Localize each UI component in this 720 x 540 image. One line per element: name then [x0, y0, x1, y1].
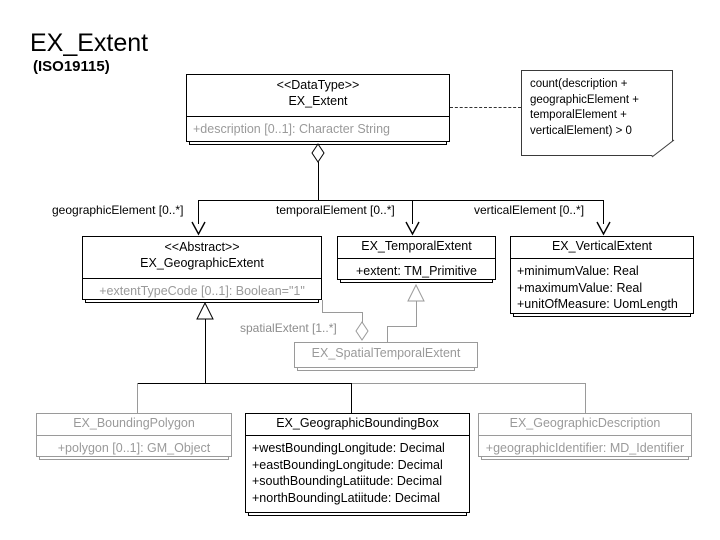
class-attributes-ex-bounding-polygon: +polygon [0..1]: GM_Object — [37, 436, 231, 461]
arrowhead-open-vertical-icon — [596, 221, 611, 236]
generalization-triangle-geographic-icon — [196, 301, 214, 320]
class-header-ex-geographic-bounding-box: EX_GeographicBoundingBox — [246, 414, 469, 436]
aggregation-diamond-spatial-icon — [355, 321, 369, 341]
spatial-extent-elbow — [322, 312, 362, 313]
generalization-bus-left — [137, 383, 351, 384]
attribute-row: +unitOfMeasure: UomLength — [517, 297, 678, 312]
constraint-note-text: count(description + geographicElement + … — [530, 78, 640, 137]
class-name: EX_TemporalExtent — [361, 239, 472, 253]
class-attributes-ex-extent: +description [0..1]: Character String — [187, 117, 449, 142]
class-header-ex-geographic-extent: <<Abstract>> EX_GeographicExtent — [83, 237, 321, 279]
class-attributes-ex-temporal-extent: +extent: TM_Primitive — [338, 259, 495, 284]
generalization-bus-right — [351, 383, 585, 384]
attribute-row: +extentTypeCode [0..1]: Boolean="1" — [99, 284, 305, 298]
class-box-ex-vertical-extent[interactable]: EX_VerticalExtent +minimumValue: Real +m… — [510, 236, 694, 317]
attribute-row: +maximumValue: Real — [517, 280, 643, 295]
class-header-ex-geographic-description: EX_GeographicDescription — [479, 414, 691, 436]
class-header-ex-temporal-extent: EX_TemporalExtent — [338, 237, 495, 259]
class-attributes-ex-geographic-bounding-box: +westBoundingLongitude: Decimal +eastBou… — [246, 436, 469, 511]
class-header-ex-spatial-temporal-extent: EX_SpatialTemporalExtent — [295, 343, 477, 367]
assoc-drop-geographic — [198, 200, 199, 224]
generalization-stem-geographic — [205, 319, 206, 383]
generalization-drop-temporal — [387, 326, 388, 344]
attribute-row: +minimumValue: Real — [517, 264, 639, 278]
class-name: EX_BoundingPolygon — [73, 416, 195, 430]
note-fold-corner-icon — [651, 139, 675, 158]
class-box-ex-geographic-bounding-box[interactable]: EX_GeographicBoundingBox +westBoundingLo… — [245, 413, 470, 516]
assoc-drop-vertical — [603, 200, 604, 224]
class-name: EX_Extent — [288, 93, 348, 108]
attribute-row: +extent: TM_Primitive — [356, 264, 477, 278]
generalization-drop-bounding-polygon — [137, 383, 138, 413]
assoc-label-geographic-element: geographicElement [0..*] — [52, 203, 184, 217]
class-header-ex-bounding-polygon: EX_BoundingPolygon — [37, 414, 231, 436]
class-box-shadow — [340, 279, 493, 283]
class-box-shadow — [39, 456, 229, 460]
association-bus — [198, 200, 603, 201]
assoc-drop-temporal — [412, 200, 413, 224]
class-attributes-ex-geographic-description: +geographicIdentifier: MD_Identifier — [479, 436, 691, 461]
class-box-ex-geographic-description[interactable]: EX_GeographicDescription +geographicIden… — [478, 413, 692, 460]
arrowhead-open-temporal-icon — [405, 221, 420, 236]
assoc-label-vertical-element: verticalElement [0..*] — [474, 203, 585, 217]
note-anchor-line — [450, 107, 521, 108]
class-box-ex-bounding-polygon[interactable]: EX_BoundingPolygon +polygon [0..1]: GM_O… — [36, 413, 232, 460]
spatial-extent-stem — [322, 300, 323, 312]
class-stereotype: <<Abstract>> — [164, 240, 240, 254]
aggregation-diamond-icon — [311, 143, 325, 163]
generalization-elbow-temporal — [387, 326, 417, 327]
generalization-drop-geographic-description — [585, 383, 586, 413]
attribute-row: +eastBoundingLongitude: Decimal — [252, 457, 443, 472]
attribute-row: +westBoundingLongitude: Decimal — [252, 441, 445, 455]
page-title: EX_Extent — [30, 29, 149, 57]
assoc-label-spatial-extent: spatialExtent [1..*] — [240, 321, 337, 335]
generalization-stem-temporal — [416, 301, 417, 326]
class-attributes-ex-vertical-extent: +minimumValue: Real +maximumValue: Real … — [511, 259, 693, 317]
attribute-row: +geographicIdentifier: MD_Identifier — [485, 441, 685, 455]
class-name: EX_VerticalExtent — [551, 239, 653, 253]
attribute-row: +polygon [0..1]: GM_Object — [57, 441, 211, 455]
class-box-ex-extent[interactable]: <<DataType>> EX_Extent +description [0..… — [186, 74, 450, 145]
arrowhead-open-geographic-icon — [191, 221, 206, 236]
class-attributes-ex-geographic-extent: +extentTypeCode [0..1]: Boolean="1" — [83, 279, 321, 304]
page-subtitle: (ISO19115) — [33, 58, 110, 75]
attribute-row: +southBoundingLatiitude: Decimal — [252, 474, 443, 489]
generalization-triangle-temporal-icon — [407, 283, 425, 302]
class-name: EX_GeographicDescription — [509, 416, 661, 430]
class-box-shadow — [248, 512, 467, 516]
attribute-row: +northBoundingLatiitude: Decimal — [252, 490, 440, 505]
aggregation-stem — [318, 162, 319, 200]
class-box-shadow — [297, 367, 475, 371]
class-stereotype: <<DataType>> — [276, 78, 360, 92]
class-box-ex-temporal-extent[interactable]: EX_TemporalExtent +extent: TM_Primitive — [337, 236, 496, 283]
class-box-shadow — [85, 299, 319, 303]
class-box-ex-geographic-extent[interactable]: <<Abstract>> EX_GeographicExtent +extent… — [82, 236, 322, 303]
class-header-ex-vertical-extent: EX_VerticalExtent — [511, 237, 693, 259]
class-box-shadow — [481, 456, 689, 460]
class-name: EX_SpatialTemporalExtent — [311, 346, 461, 360]
assoc-label-temporal-element: temporalElement [0..*] — [276, 203, 395, 217]
class-header-ex-extent: <<DataType>> EX_Extent — [187, 75, 449, 117]
class-box-ex-spatial-temporal-extent[interactable]: EX_SpatialTemporalExtent — [294, 342, 478, 371]
spatial-extent-drop — [362, 312, 363, 324]
attribute-row: +description [0..1]: Character String — [193, 122, 390, 136]
class-name: EX_GeographicBoundingBox — [276, 416, 439, 430]
generalization-drop-bounding-box — [351, 383, 352, 413]
constraint-note: count(description + geographicElement + … — [521, 70, 673, 156]
class-name: EX_GeographicExtent — [140, 255, 264, 270]
class-box-shadow — [513, 313, 691, 317]
